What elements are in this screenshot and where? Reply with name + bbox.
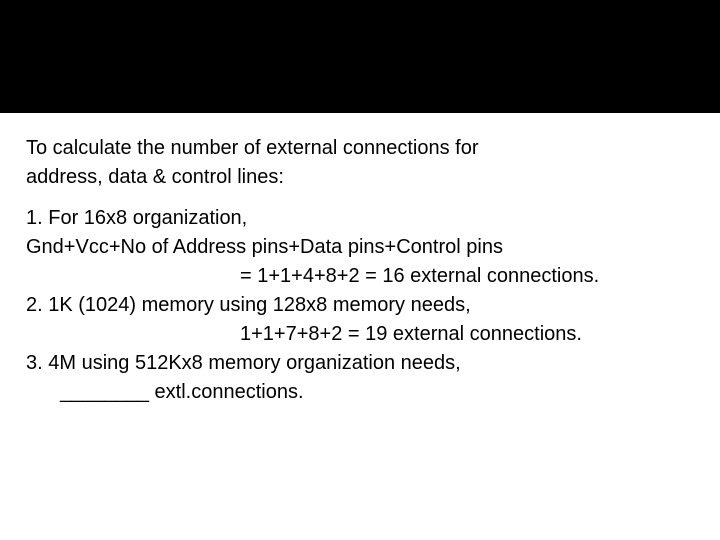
calculation-list: 1. For 16x8 organization, Gnd+Vcc+No of … [26, 204, 706, 407]
item-2-result: 1+1+7+8+2 = 19 external connections. [240, 323, 582, 345]
title-bar [0, 0, 720, 113]
item-1-heading: 1. For 16x8 organization, [26, 207, 248, 229]
intro-line-2: address, data & control lines: [26, 166, 284, 188]
item-3-heading: 3. 4M using 512Kx8 memory organization n… [26, 352, 461, 374]
item-1-detail: Gnd+Vcc+No of Address pins+Data pins+Con… [26, 236, 503, 258]
item-1-result: = 1+1+4+8+2 = 16 external connections. [240, 265, 600, 287]
intro-paragraph: To calculate the number of external conn… [26, 134, 706, 192]
slide-body: To calculate the number of external conn… [26, 134, 706, 407]
intro-line-1: To calculate the number of external conn… [26, 137, 479, 159]
item-3-result: ________ extl.connections. [60, 381, 304, 403]
item-2-heading: 2. 1K (1024) memory using 128x8 memory n… [26, 294, 471, 316]
